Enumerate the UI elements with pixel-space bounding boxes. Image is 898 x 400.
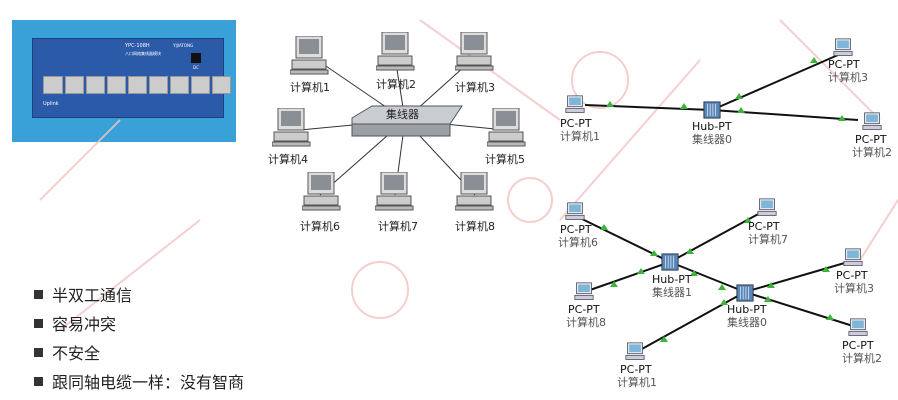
dc-label: DC xyxy=(193,65,199,70)
svg-text:计算机2: 计算机2 xyxy=(852,145,892,159)
bullet-insecure: 不安全 xyxy=(34,340,100,364)
svg-text:计算机1: 计算机1 xyxy=(290,80,330,94)
computer-8: 计算机8 xyxy=(455,172,495,233)
pt-top-links xyxy=(584,54,859,121)
svg-text:PC-PT: PC-PT xyxy=(855,133,887,146)
computer-4: 计算机4 xyxy=(268,108,311,166)
svg-text:计算机7: 计算机7 xyxy=(748,232,788,246)
svg-text:计算机5: 计算机5 xyxy=(485,152,525,166)
svg-text:计算机1: 计算机1 xyxy=(617,375,657,389)
svg-text:Hub-PT: Hub-PT xyxy=(692,120,732,133)
svg-text:计算机6: 计算机6 xyxy=(300,219,340,233)
hub-brand: YIJIATONG xyxy=(173,43,194,48)
svg-text:PC-PT: PC-PT xyxy=(828,58,860,71)
svg-text:计算机1: 计算机1 xyxy=(560,129,600,143)
computer-6: 计算机6 xyxy=(300,172,341,233)
bullet-collision: 容易冲突 xyxy=(34,311,116,335)
svg-text:集线器0: 集线器0 xyxy=(692,132,732,146)
pt-bottom-links xyxy=(579,211,854,351)
computer-5: 计算机5 xyxy=(485,108,526,166)
svg-text:PC-PT: PC-PT xyxy=(842,339,874,352)
svg-text:PC-PT: PC-PT xyxy=(568,303,600,316)
svg-text:计算机2: 计算机2 xyxy=(376,77,416,91)
svg-text:集线器1: 集线器1 xyxy=(652,285,692,299)
svg-text:集线器0: 集线器0 xyxy=(727,315,767,329)
svg-text:PC-PT: PC-PT xyxy=(620,363,652,376)
hub-device-icon: 集线器 xyxy=(351,105,463,137)
port-row xyxy=(43,76,231,94)
svg-text:PC-PT: PC-PT xyxy=(748,220,780,233)
svg-text:计算机3: 计算机3 xyxy=(455,80,495,94)
computer-3: 计算机3 xyxy=(455,32,495,94)
svg-text:计算机8: 计算机8 xyxy=(566,315,606,329)
bullet-no-intelligence: 跟同轴电缆一样：没有智商 xyxy=(34,369,244,393)
svg-text:计算机8: 计算机8 xyxy=(455,219,495,233)
hub-subtitle: 八口网络集线器模块 xyxy=(125,51,161,56)
dc-jack xyxy=(191,53,201,63)
hub-model: YPC-108H xyxy=(125,43,150,49)
hub-device: YPC-108H YIJIATONG 八口网络集线器模块 DC Uplink xyxy=(32,38,231,118)
svg-text:PC-PT: PC-PT xyxy=(836,269,868,282)
uplink-label: Uplink xyxy=(43,101,59,107)
link-lights xyxy=(600,217,834,342)
svg-text:Hub-PT: Hub-PT xyxy=(727,303,767,316)
bullet-half-duplex: 半双工通信 xyxy=(34,282,132,306)
hub-photo: YPC-108H YIJIATONG 八口网络集线器模块 DC Uplink xyxy=(12,20,236,142)
svg-text:计算机2: 计算机2 xyxy=(842,351,882,365)
svg-text:PC-PT: PC-PT xyxy=(560,117,592,130)
hub-label: 集线器 xyxy=(386,107,419,121)
computer-2: 计算机2 xyxy=(376,32,416,91)
svg-text:计算机7: 计算机7 xyxy=(378,219,418,233)
svg-text:计算机4: 计算机4 xyxy=(268,152,308,166)
computer-1: 计算机1 xyxy=(290,36,330,94)
svg-text:Hub-PT: Hub-PT xyxy=(652,273,692,286)
computer-7: 计算机7 xyxy=(375,172,418,233)
link-lights xyxy=(606,57,846,121)
svg-text:计算机3: 计算机3 xyxy=(834,281,874,295)
svg-text:PC-PT: PC-PT xyxy=(560,223,592,236)
svg-text:计算机6: 计算机6 xyxy=(558,235,598,249)
svg-text:计算机3: 计算机3 xyxy=(828,70,868,84)
